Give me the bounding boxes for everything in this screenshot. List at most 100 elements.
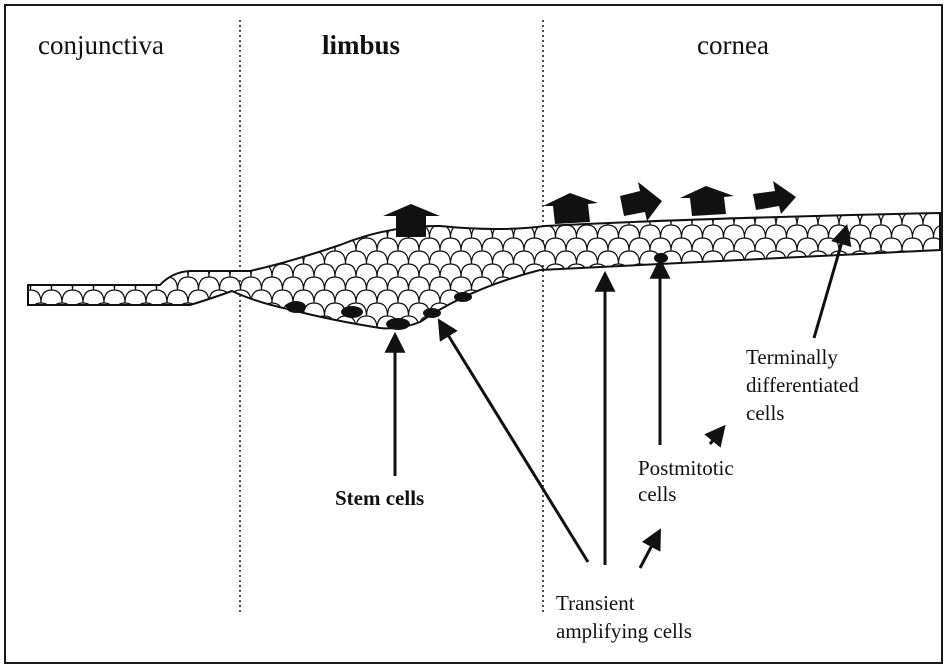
epithelial-cell (598, 303, 619, 316)
epithelial-cell (241, 303, 262, 316)
epithelial-cell (640, 225, 661, 238)
epithelial-cell (944, 212, 949, 225)
epithelial-cell (661, 329, 682, 342)
epithelial-cell (83, 212, 104, 225)
epithelial-cell (419, 316, 440, 329)
epithelial-cell (325, 329, 346, 342)
epithelial-cell (734, 238, 755, 251)
epithelial-cell (902, 316, 923, 329)
epithelial-cell (682, 277, 703, 290)
epithelial-cell (482, 290, 503, 303)
epithelial-cell (167, 264, 188, 277)
epithelial-cell (524, 238, 545, 251)
epithelial-cell (577, 251, 598, 264)
epithelial-cell (734, 316, 755, 329)
epithelial-cell (493, 251, 514, 264)
epithelial-cell (556, 329, 577, 342)
epithelial-cell (713, 264, 734, 277)
epithelial-cell (934, 277, 949, 290)
epithelial-cell (682, 329, 703, 342)
epithelial-cell (41, 316, 62, 329)
epithelial-cell (766, 225, 787, 238)
epithelial-cell (892, 225, 913, 238)
epithelial-cell (608, 238, 629, 251)
epithelial-cell (188, 212, 209, 225)
epithelial-cell (178, 329, 199, 342)
epithelial-cell (325, 225, 346, 238)
epithelial-cell (199, 329, 220, 342)
epithelial-cell (62, 238, 83, 251)
epithelial-cell (209, 238, 230, 251)
epithelial-cell (682, 225, 703, 238)
transient-pointer-limbus (440, 322, 588, 562)
epithelial-cell (20, 212, 41, 225)
epithelial-cell (83, 290, 104, 303)
epithelial-cell (104, 290, 125, 303)
epithelial-cell (272, 212, 293, 225)
epithelial-cell (713, 316, 734, 329)
epithelial-cell (787, 303, 808, 316)
epithelial-cell (640, 277, 661, 290)
epithelial-cell (251, 238, 272, 251)
epithelial-cell (650, 212, 671, 225)
postmitotic-label-line2: cells (638, 482, 676, 506)
epithelial-cell (73, 277, 94, 290)
epithelial-cell (251, 316, 272, 329)
epithelial-cell (20, 264, 41, 277)
epithelial-cell (514, 303, 535, 316)
epithelial-cell (619, 251, 640, 264)
epithelial-cell (335, 264, 356, 277)
epithelial-cell (83, 238, 104, 251)
epithelial-cell (440, 212, 461, 225)
epithelial-cell (923, 290, 944, 303)
epithelial-cell (913, 303, 934, 316)
epithelial-cell (430, 277, 451, 290)
upward-block-arrow (543, 193, 598, 224)
epithelial-cell (262, 251, 283, 264)
epithelial-cell (514, 251, 535, 264)
epithelial-cell (115, 251, 136, 264)
epithelial-cell (860, 238, 881, 251)
epithelial-cell (451, 329, 472, 342)
epithelial-cell (272, 316, 293, 329)
epithelial-cell (241, 329, 262, 342)
epithelial-cell (703, 329, 724, 342)
epithelial-cell (430, 251, 451, 264)
epithelial-cell (692, 238, 713, 251)
epithelial-cell (293, 316, 314, 329)
epithelial-cell (230, 212, 251, 225)
epithelial-cell (829, 329, 850, 342)
rightward-block-arrow (620, 182, 662, 221)
epithelial-cell (419, 238, 440, 251)
epithelial-cell (272, 290, 293, 303)
stem-cells-label: Stem cells (335, 486, 424, 510)
epithelial-cell (125, 290, 146, 303)
epithelial-cell (703, 277, 724, 290)
epithelial-cell (860, 264, 881, 277)
epithelial-cell (314, 238, 335, 251)
epithelial-cell (566, 316, 587, 329)
epithelial-cell (913, 277, 934, 290)
epithelial-cell (41, 290, 62, 303)
epithelial-cell (94, 277, 115, 290)
upward-block-arrow (680, 186, 734, 216)
epithelial-cell (146, 264, 167, 277)
epithelial-cell (199, 225, 220, 238)
epithelial-cell (577, 225, 598, 238)
epithelial-cell (367, 251, 388, 264)
epithelial-cell (797, 290, 818, 303)
epithelial-cell (577, 303, 598, 316)
epithelial-cell (367, 277, 388, 290)
epithelial-cell (713, 290, 734, 303)
epithelial-cell (934, 329, 949, 342)
epithelial-cell (944, 264, 949, 277)
epithelial-cell (52, 251, 73, 264)
epithelial-cell (125, 316, 146, 329)
epithelial-cell (503, 316, 524, 329)
epithelial-cell (272, 264, 293, 277)
epithelial-cell (10, 329, 31, 342)
epithelial-cell (62, 264, 83, 277)
epithelial-cell (724, 303, 745, 316)
epithelial-cell (944, 290, 949, 303)
epithelial-cell (73, 251, 94, 264)
